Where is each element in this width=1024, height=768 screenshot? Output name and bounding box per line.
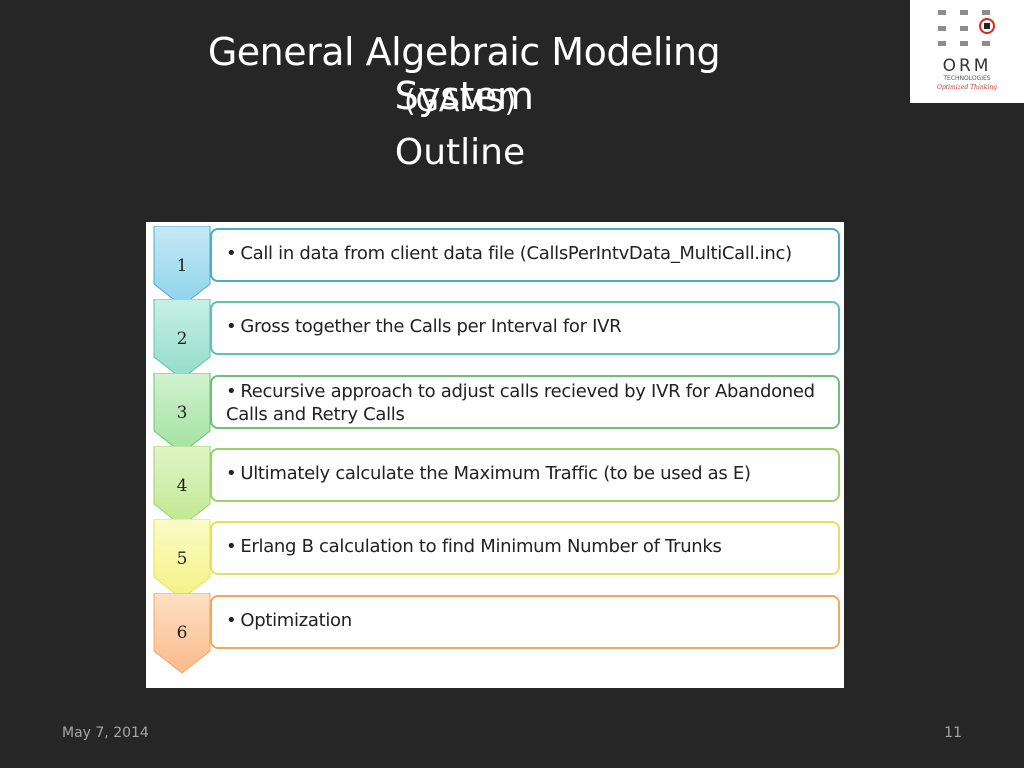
slide-heading: Outline — [394, 132, 526, 173]
orm-logo: ORM TECHNOLOGIES Optimized Thinking — [910, 0, 1024, 103]
step-label: Optimization — [240, 609, 352, 631]
step-number: 6 — [176, 622, 188, 643]
step-chevron-2 — [152, 299, 212, 381]
step-number: 4 — [176, 475, 188, 496]
step-box-5: •Erlang B calculation to find Minimum Nu… — [210, 521, 840, 576]
step-box-2: •Gross together the Calls per Interval f… — [210, 301, 840, 356]
step-text: •Ultimately calculate the Maximum Traffi… — [226, 462, 818, 485]
slide-subtitle: (GAMS) — [403, 84, 517, 119]
step-number: 1 — [176, 256, 188, 276]
step-chevron-6 — [152, 592, 212, 675]
step-box-6: •Optimization — [210, 594, 840, 649]
bullet-icon: • — [226, 609, 237, 631]
logo-subtitle: TECHNOLOGIES — [943, 75, 991, 82]
step-label: Recursive approach to adjust calls recie… — [226, 380, 815, 425]
outline-diagram: 1•Call in data from client data file (Ca… — [146, 222, 844, 688]
step-box-4: •Ultimately calculate the Maximum Traffi… — [210, 447, 840, 502]
logo-target-icon — [979, 18, 995, 34]
step-chevron-1 — [152, 226, 212, 308]
step-chevron-4 — [152, 445, 212, 528]
step-text: •Gross together the Calls per Interval f… — [226, 315, 818, 338]
bullet-icon: • — [226, 462, 237, 484]
slide-title: General Algebraic Modeling System — [207, 30, 721, 118]
bullet-icon: • — [226, 380, 237, 402]
step-text: •Call in data from client data file (Cal… — [226, 242, 818, 265]
step-label: Erlang B calculation to find Minimum Num… — [240, 536, 722, 558]
step-text: •Erlang B calculation to find Minimum Nu… — [226, 535, 818, 558]
slide-number: 11 — [944, 725, 962, 741]
step-box-3: •Recursive approach to adjust calls reci… — [210, 374, 840, 429]
logo-wordmark: ORM — [942, 56, 992, 76]
footer-date: May 7, 2014 — [62, 725, 149, 741]
bullet-icon: • — [226, 243, 237, 264]
logo-tagline: Optimized Thinking — [936, 84, 998, 91]
step-label: Gross together the Calls per Interval fo… — [240, 316, 622, 338]
step-chevron-3 — [152, 372, 212, 455]
step-text: •Recursive approach to adjust calls reci… — [226, 380, 818, 426]
step-text: •Optimization — [226, 609, 818, 632]
step-label: Ultimately calculate the Maximum Traffic… — [240, 462, 751, 484]
logo-dots-icon — [938, 8, 998, 48]
step-box-1: •Call in data from client data file (Cal… — [210, 228, 840, 282]
step-number: 2 — [176, 329, 188, 350]
bullet-icon: • — [226, 316, 237, 338]
step-label: Call in data from client data file (Call… — [240, 243, 792, 264]
step-number: 3 — [176, 402, 188, 423]
step-chevron-5 — [152, 519, 212, 601]
step-number: 5 — [176, 549, 188, 570]
bullet-icon: • — [226, 536, 237, 558]
